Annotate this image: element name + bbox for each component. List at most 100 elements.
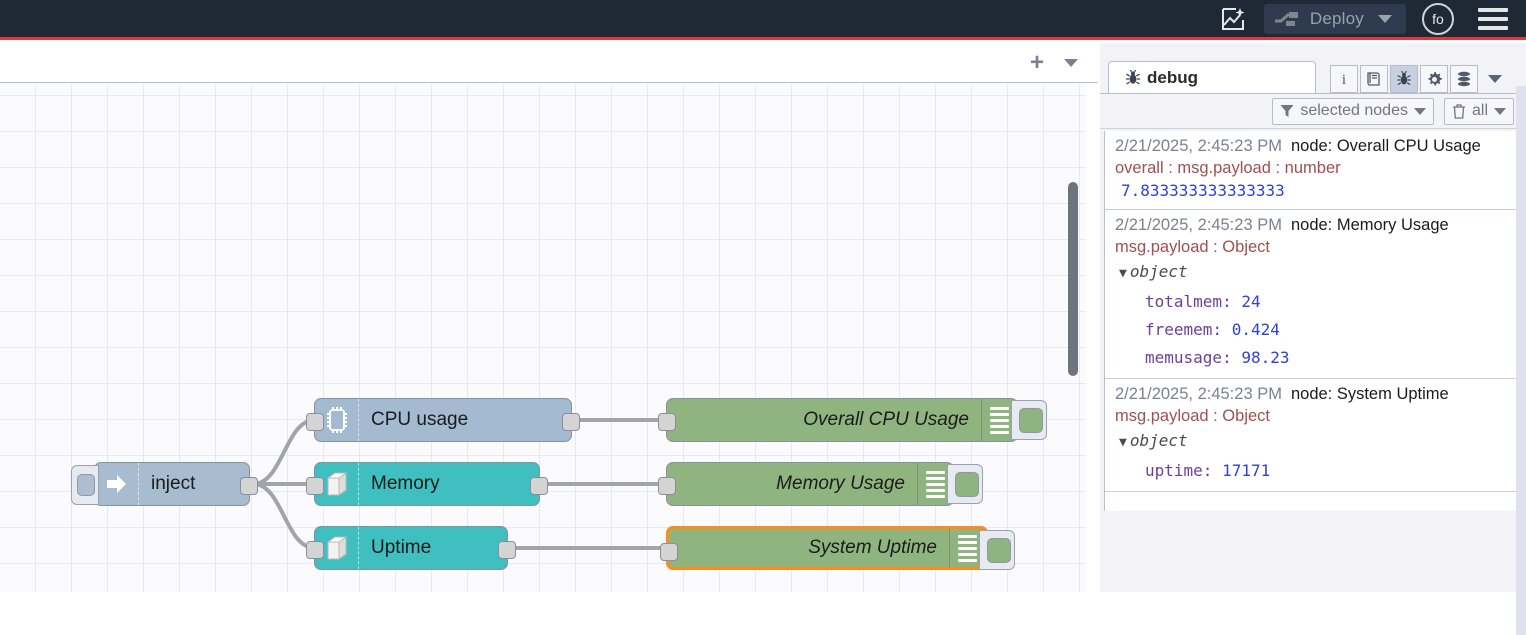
wire-inject-to-cpu — [252, 418, 316, 486]
debug-message-time: 2/21/2025, 2:45:23 PM — [1115, 137, 1282, 155]
debug-lines-icon — [949, 529, 985, 567]
add-flow-tab-label: + — [1029, 48, 1044, 76]
debug-message[interactable]: 2/21/2025, 2:45:23 PM node: System Uptime… — [1105, 379, 1521, 492]
node-input-port[interactable] — [658, 413, 676, 431]
debug-clear-button[interactable]: all — [1443, 97, 1514, 125]
trash-icon — [1452, 103, 1465, 119]
node-output-port[interactable] — [530, 477, 548, 495]
node-memory[interactable]: Memory — [306, 462, 548, 506]
hamburger-menu-icon[interactable] — [1476, 4, 1510, 34]
node-input-port[interactable] — [306, 477, 324, 495]
help-book-tab-icon[interactable] — [1360, 65, 1388, 93]
deploy-button[interactable]: Deploy — [1263, 3, 1406, 34]
deploy-icon — [1274, 11, 1298, 26]
debug-message-time: 2/21/2025, 2:45:23 PM — [1115, 216, 1282, 234]
user-avatar[interactable]: fo — [1422, 2, 1454, 35]
funnel-icon — [1280, 105, 1294, 117]
debug-object-toggle[interactable]: ▼object — [1119, 431, 1188, 450]
debug-object-key: memusage: — [1145, 348, 1232, 367]
sidebar-tab-row: debug i — [1100, 57, 1526, 93]
debug-message-value: 7.833333333333333 — [1121, 181, 1285, 200]
node-output-port[interactable] — [498, 541, 516, 559]
debug-object-row: totalmem: 24 — [1115, 288, 1521, 316]
node-output-port[interactable] — [240, 477, 258, 495]
debug-toggle-button[interactable] — [979, 530, 1015, 570]
node-label: Memory — [371, 473, 440, 494]
node-output-port[interactable] — [562, 413, 580, 431]
debug-sidebar: debug i — [1100, 43, 1526, 635]
debug-toolbar: selected nodes all — [1100, 93, 1526, 129]
node-input-port[interactable] — [306, 541, 324, 559]
debug-message-topic: msg.payload : Object — [1115, 238, 1270, 256]
node-input-port[interactable] — [658, 477, 676, 495]
bug-icon — [1126, 69, 1140, 85]
debug-message-header: 2/21/2025, 2:45:23 PM node: Overall CPU U… — [1115, 135, 1521, 157]
debug-message[interactable]: 2/21/2025, 2:45:23 PM node: Overall CPU U… — [1105, 131, 1521, 210]
node-overall-cpu-usage[interactable]: Overall CPU Usage — [658, 398, 1047, 442]
debug-object-key: uptime: — [1145, 461, 1213, 480]
node-label: Overall CPU Usage — [803, 409, 969, 430]
debug-filter-label: selected nodes — [1300, 102, 1408, 119]
add-flow-tab-button[interactable]: + — [1020, 49, 1054, 77]
debug-object-row: memusage: 98.23 — [1115, 344, 1521, 372]
debug-message-time: 2/21/2025, 2:45:23 PM — [1115, 385, 1282, 403]
debug-object-value: 24 — [1241, 292, 1261, 311]
sidebar-scroll-gutter[interactable] — [1516, 86, 1526, 635]
debug-tab-icon[interactable] — [1390, 65, 1418, 93]
menu-bar-2 — [1478, 16, 1508, 21]
ai-flow-sparkle-icon[interactable] — [1216, 4, 1250, 34]
node-input-port[interactable] — [306, 413, 324, 431]
caret-down-icon: ▼ — [1119, 266, 1127, 281]
debug-message-node: node: Overall CPU Usage — [1290, 137, 1481, 155]
debug-object-toggle[interactable]: ▼object — [1119, 262, 1188, 281]
debug-message-list[interactable]: 2/21/2025, 2:45:23 PM node: Overall CPU U… — [1104, 131, 1522, 511]
debug-object-row: uptime: 17171 — [1115, 457, 1521, 485]
node-input-port[interactable] — [660, 543, 678, 561]
config-gear-icon[interactable] — [1420, 65, 1448, 93]
debug-object-value: 98.23 — [1241, 348, 1290, 367]
deploy-label: Deploy — [1309, 8, 1364, 28]
debug-toggle-button[interactable] — [1011, 400, 1047, 440]
node-system-uptime[interactable]: System Uptime — [660, 526, 1015, 570]
debug-toggle-button[interactable] — [947, 464, 983, 504]
debug-clear-label: all — [1471, 102, 1488, 119]
node-inject[interactable]: inject — [71, 462, 258, 506]
inject-trigger-button[interactable] — [71, 465, 99, 505]
node-label: CPU usage — [371, 409, 469, 430]
info-tab-icon[interactable]: i — [1330, 65, 1358, 93]
app-header: Deploy fo — [0, 0, 1526, 40]
debug-object-key: totalmem: — [1145, 292, 1232, 311]
context-data-icon[interactable] — [1450, 65, 1478, 93]
node-memory-usage[interactable]: Memory Usage — [658, 462, 983, 506]
debug-lines-icon — [917, 463, 953, 505]
chevron-down-icon — [1064, 58, 1078, 67]
chevron-down-icon — [1494, 107, 1506, 115]
microchip-icon — [315, 399, 359, 441]
server-box-icon — [315, 463, 359, 505]
node-label: inject — [151, 473, 196, 494]
chevron-down-icon[interactable] — [1378, 14, 1392, 23]
debug-object-key: freemem: — [1145, 320, 1223, 339]
debug-filter-button[interactable]: selected nodes — [1272, 97, 1434, 125]
debug-object-row: freemem: 0.424 — [1115, 316, 1521, 344]
canvas-vertical-scrollbar[interactable] — [1068, 182, 1078, 376]
node-label: System Uptime — [808, 537, 937, 558]
debug-message-topic: msg.payload : Object — [1115, 407, 1270, 425]
server-box-icon — [315, 527, 359, 569]
tab-debug-label: debug — [1147, 67, 1198, 87]
debug-lines-icon — [981, 399, 1017, 441]
debug-message-node: node: System Uptime — [1290, 385, 1449, 403]
node-cpu-usage[interactable]: CPU usage — [306, 398, 580, 442]
sidebar-more-chevron-down-icon[interactable] — [1488, 75, 1502, 83]
tab-debug[interactable]: debug — [1108, 61, 1316, 93]
caret-down-icon: ▼ — [1119, 435, 1127, 450]
flow-tab-menu-button[interactable] — [1054, 49, 1088, 77]
debug-object-value: 17171 — [1222, 461, 1271, 480]
arrow-right-icon — [95, 463, 139, 505]
menu-bar-3 — [1478, 25, 1508, 30]
node-uptime[interactable]: Uptime — [306, 526, 516, 570]
